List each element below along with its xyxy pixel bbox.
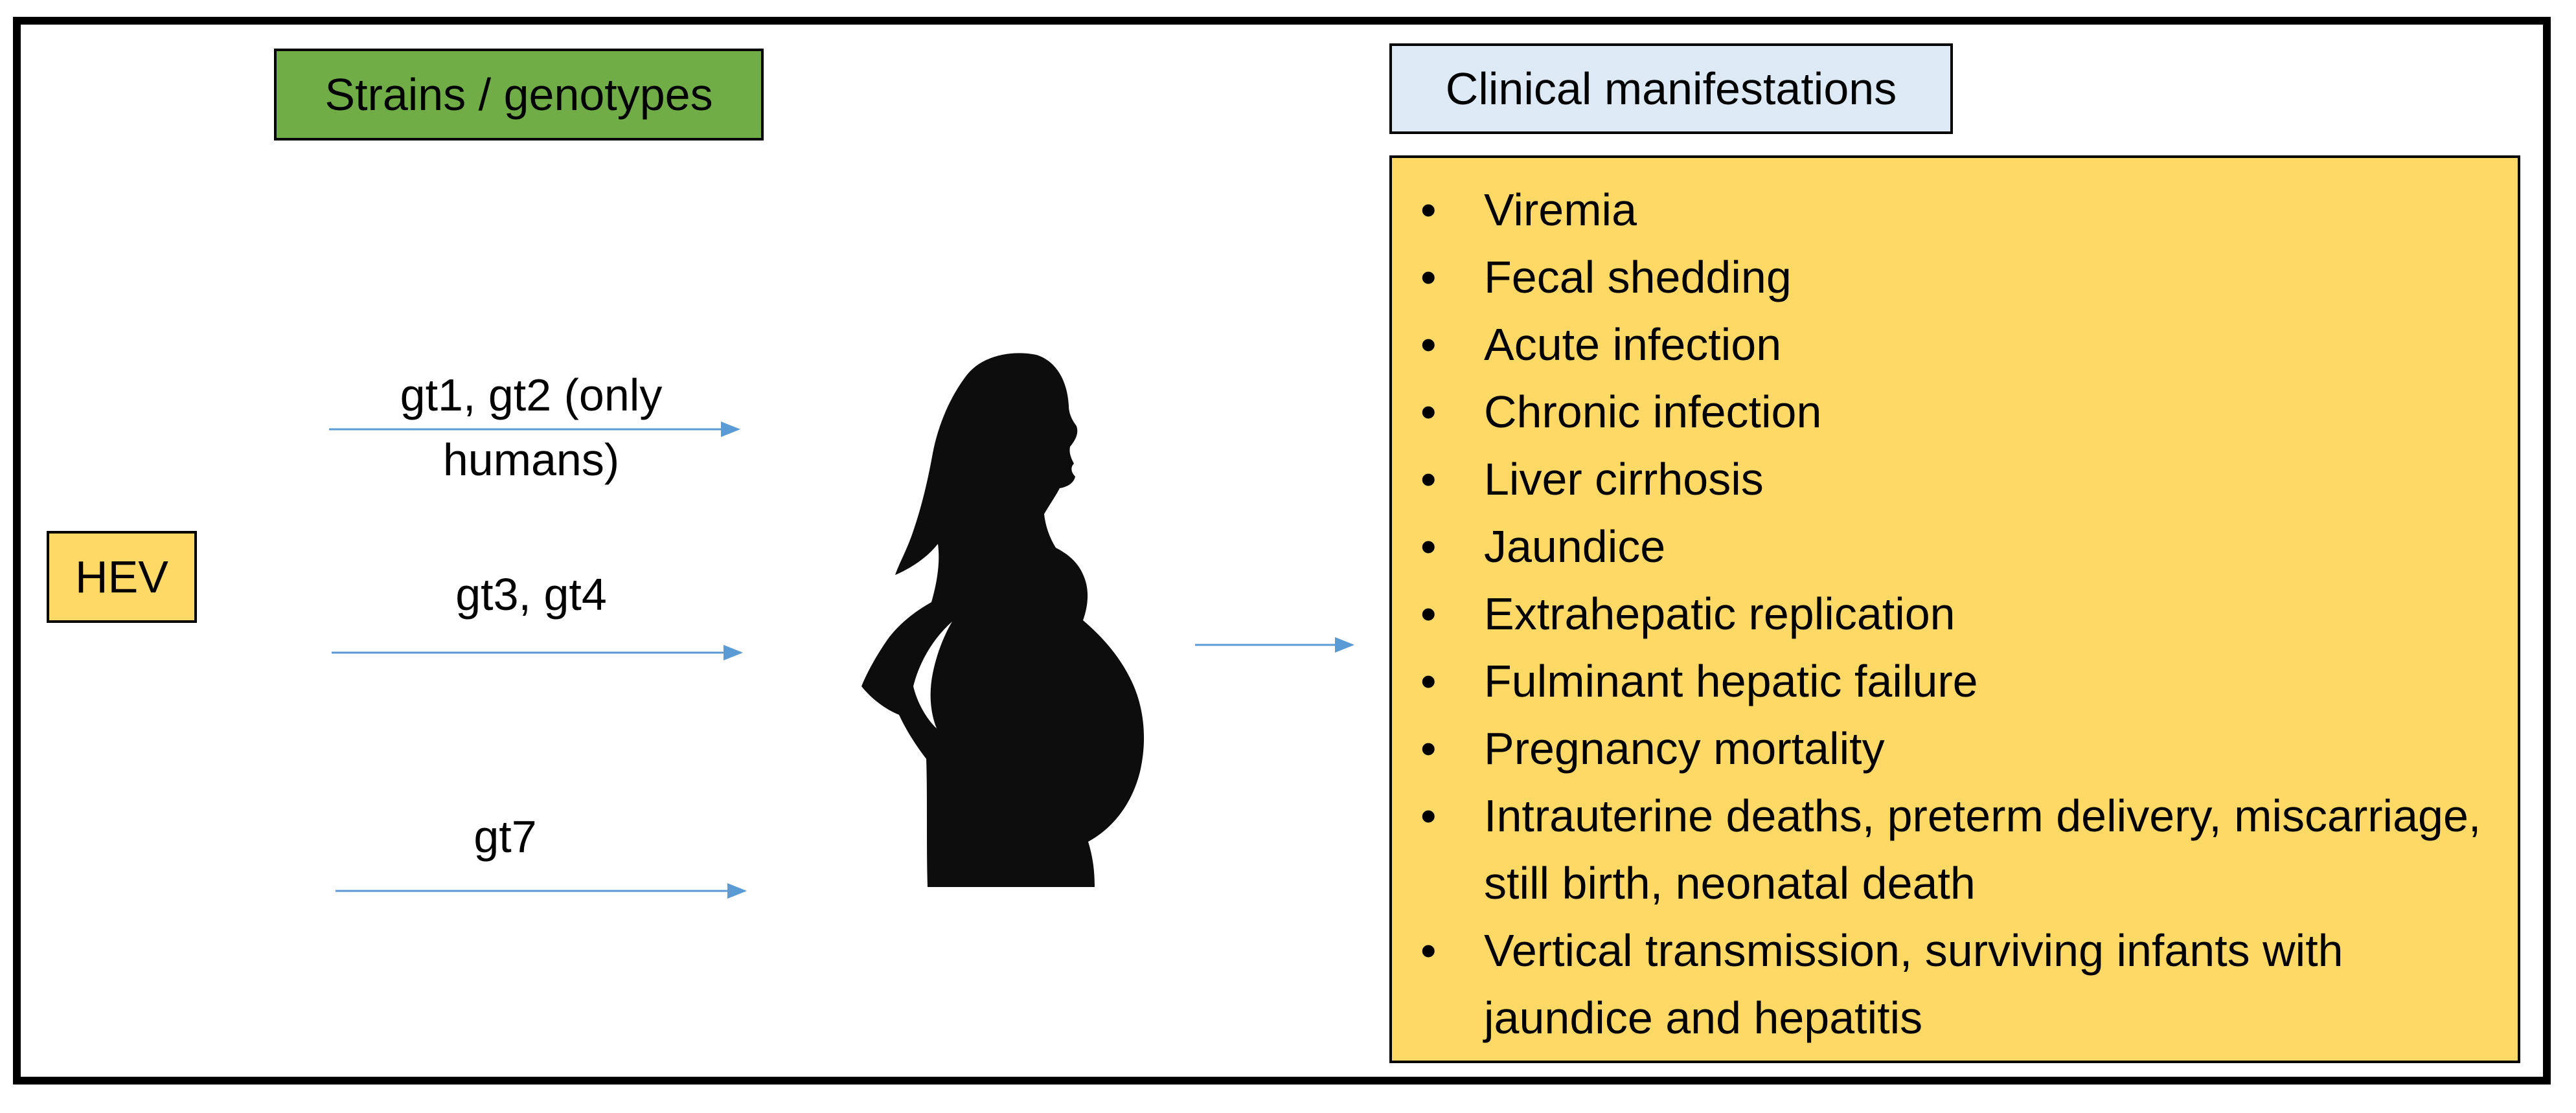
hev-box: HEV <box>47 531 197 623</box>
list-item-text: Pregnancy mortality <box>1484 723 1885 774</box>
bullet-icon: • <box>1420 791 1437 841</box>
list-item-text: Fulminant hepatic failure <box>1484 656 1978 706</box>
clinical-manifestations-list: • Viremia • Fecal shedding • Acute infec… <box>1392 176 2518 1051</box>
bullet-icon: • <box>1420 723 1437 774</box>
list-item-text: Extrahepatic replication <box>1484 589 1955 639</box>
strains-genotypes-text: Strains / genotypes <box>325 69 713 120</box>
list-item-text: Liver cirrhosis <box>1484 454 1764 504</box>
bullet-icon: • <box>1420 656 1437 706</box>
genotype-label-gt1-gt2-line2: humans) <box>442 434 620 485</box>
list-item: • Fulminant hepatic failure <box>1392 647 2518 715</box>
pregnant-woman-silhouette <box>861 353 1145 887</box>
list-item: • Fecal shedding <box>1392 243 2518 311</box>
genotype-label-gt7: gt7 <box>473 811 537 862</box>
list-item-text: Jaundice <box>1484 521 1666 572</box>
bullet-icon: • <box>1420 252 1437 302</box>
bullet-icon: • <box>1420 185 1437 235</box>
list-item: • Chronic infection <box>1392 378 2518 445</box>
clinical-manifestations-list-box: • Viremia • Fecal shedding • Acute infec… <box>1389 155 2520 1063</box>
clinical-manifestations-header: Clinical manifestations <box>1389 43 1953 134</box>
bullet-icon: • <box>1420 589 1437 639</box>
list-item-text: Fecal shedding <box>1484 252 1792 302</box>
list-item-text: Vertical transmission, surviving infants… <box>1484 925 2343 1043</box>
genotype-label-gt1-gt2: gt1, gt2 (only humans) <box>363 363 700 492</box>
list-item: • Viremia <box>1392 176 2518 243</box>
list-item: • Vertical transmission, surviving infan… <box>1392 917 2518 1051</box>
list-item: • Intrauterine deaths, preterm delivery,… <box>1392 782 2518 917</box>
bullet-icon: • <box>1420 454 1437 504</box>
list-item: • Liver cirrhosis <box>1392 445 2518 513</box>
clinical-manifestations-text: Clinical manifestations <box>1445 63 1897 114</box>
genotype-label-gt1-gt2-line1: gt1, gt2 (only <box>400 370 663 420</box>
list-item-text: Acute infection <box>1484 319 1782 370</box>
genotype-label-gt3-gt4: gt3, gt4 <box>455 569 607 620</box>
list-item-text: Viremia <box>1484 185 1637 235</box>
list-item: • Jaundice <box>1392 513 2518 580</box>
bullet-icon: • <box>1420 319 1437 370</box>
bullet-icon: • <box>1420 925 1437 976</box>
hev-text: HEV <box>75 552 168 602</box>
list-item: • Acute infection <box>1392 311 2518 378</box>
strains-genotypes-header: Strains / genotypes <box>274 49 764 141</box>
list-item: • Extrahepatic replication <box>1392 580 2518 647</box>
bullet-icon: • <box>1420 387 1437 437</box>
bullet-icon: • <box>1420 521 1437 572</box>
list-item: • Pregnancy mortality <box>1392 715 2518 782</box>
list-item-text: Chronic infection <box>1484 387 1822 437</box>
list-item-text: Intrauterine deaths, preterm delivery, m… <box>1484 791 2481 908</box>
